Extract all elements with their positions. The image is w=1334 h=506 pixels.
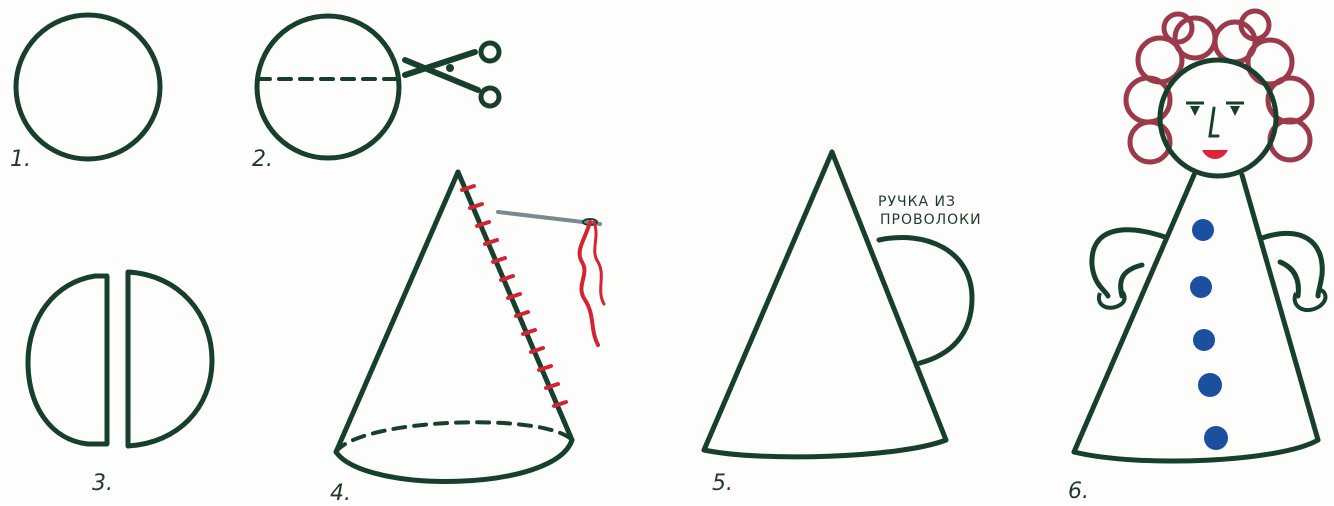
doll-arms: [1092, 230, 1326, 310]
step-1-label: 1.: [10, 147, 31, 172]
doll-buttons: [1190, 219, 1228, 450]
step-3-label: 3.: [92, 471, 113, 496]
step-5-label: 5.: [712, 471, 733, 496]
doll-mouth: [1202, 150, 1228, 159]
step-1-circle: [16, 15, 160, 159]
handle-note-line1: РУЧКА ИЗ: [878, 194, 956, 210]
scissors-icon: [405, 43, 499, 106]
doll-body-cone: [1074, 175, 1318, 461]
step-2-circle-cut: [257, 16, 399, 158]
step-4-label: 4.: [330, 481, 351, 502]
step-6-label: 6.: [1068, 479, 1089, 502]
step-3-half-circles: [28, 272, 212, 446]
handle-note-line2: ПРОВОЛОКИ: [880, 212, 982, 228]
doll-hair: [1126, 11, 1312, 162]
doll-head: [1160, 60, 1276, 176]
needle-icon: [498, 212, 604, 345]
step-2-label: 2.: [252, 147, 273, 172]
